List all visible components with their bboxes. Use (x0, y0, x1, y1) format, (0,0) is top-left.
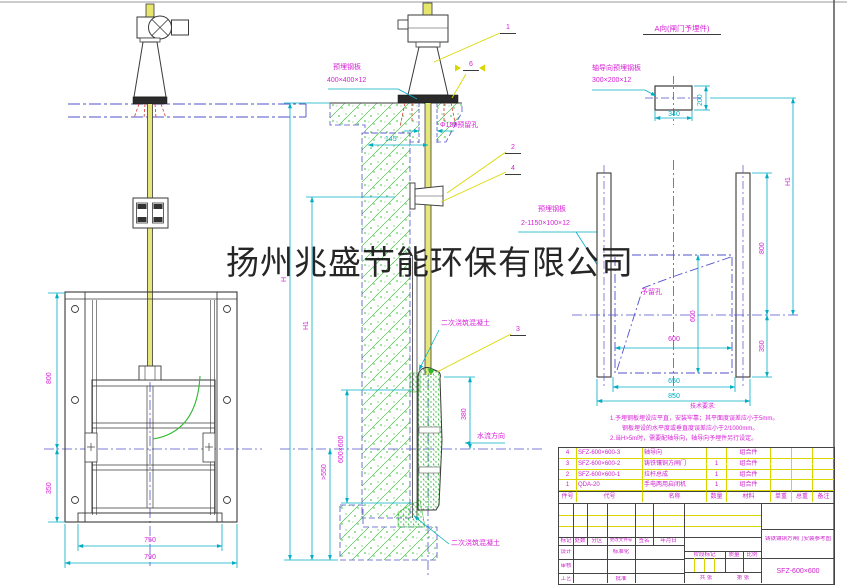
part-row-material: 组合件 (727, 480, 771, 492)
parts-header-remark: 备注 (813, 491, 834, 502)
part-row-code: QDA-20 (577, 480, 643, 492)
notes-title: 技术要求: (690, 404, 716, 410)
dim-340: 340 (668, 111, 680, 118)
part-row-name: 铸铁镶铜方闸门 (643, 458, 707, 470)
tb-process: 工艺 (560, 576, 572, 582)
part-row-code: SFZ-600×600-3 (577, 448, 643, 459)
dim-650: 650 (668, 378, 680, 385)
part-row-no: 4 (559, 448, 577, 459)
flow-direction-label: 水流方向 (477, 433, 505, 440)
parts-header-qty: 数量 (707, 491, 727, 502)
parts-header-material: 材料 (727, 491, 771, 502)
dim-H: H (281, 276, 288, 282)
tb-zone: 分区 (591, 538, 603, 544)
front-view (44, 3, 307, 568)
part-row-code: SFZ-600×600-2 (577, 458, 643, 470)
part-row-no: 2 (559, 469, 577, 481)
dim-600x600: 600×600 (338, 435, 345, 463)
notes-line-1: 1.予埋钢板埋设应平直，安装牢靠；其平面度误差应小于5mm。 (610, 416, 779, 422)
part-row-name: 手电两用启闭机 (643, 480, 707, 492)
part-row-qty: 1 (707, 469, 727, 481)
part-row-name: 拉杆总成 (643, 469, 707, 481)
dim-600-h: 600 (668, 336, 680, 343)
tb-scale: 比例 (746, 552, 758, 558)
tb-sheet-no: 第 张 (736, 575, 750, 581)
callout-3: 3 (510, 326, 526, 336)
tb-standardize: 标准化 (612, 549, 630, 555)
tb-stage-mark: 阶段标记 (693, 552, 716, 558)
dim-H1-right: H1 (785, 177, 792, 186)
dim-790: 790 (144, 554, 156, 561)
notes-line-3: 2.当H>5m时，需要配轴导向，轴导向予埋件另行设定。 (610, 436, 758, 442)
dim-H1: H1 (303, 321, 310, 330)
embed-view-title: A向(闸门予埋件) (643, 24, 721, 36)
guide-plate-label: 轴导向预埋钢板 (592, 65, 641, 72)
tb-mark: 标记 (560, 538, 572, 544)
callout-4: 4 (505, 165, 521, 175)
dim-350: 350 (46, 482, 53, 494)
company-watermark: 扬州兆盛节能环保有限公司 (226, 244, 634, 281)
side-plate-size: 2-1150×100×12 (521, 220, 570, 227)
dim-145: 145 (385, 136, 397, 143)
tb-signature: 签名 (638, 538, 650, 544)
tb-check: 审核 (560, 563, 572, 569)
embed-plate-label: 预埋钢板 (333, 64, 361, 71)
dim-750: 750 (144, 537, 156, 544)
part-row-code: SFZ-600×600-1 (577, 469, 643, 481)
part-row-qty (707, 448, 727, 459)
embed-parts-view (572, 76, 800, 406)
dim-gt550: >550 (321, 464, 328, 480)
parts-header-unit-weight: 单重 (771, 491, 792, 502)
guide-plate-size: 300×200×12 (592, 77, 632, 84)
tb-date: 年月日 (660, 538, 677, 544)
reserved-hole-label: 予留孔 (641, 289, 662, 296)
title-block: 标记 处数 分区 更改文件号 签名 年月日 设计 标准化 审核 工艺 批准 阶段… (558, 503, 835, 585)
parts-table: 4 SFZ-600×600-3 轴导向 组合件 3 SFZ-600×600-2 … (558, 447, 835, 504)
side-plate-label: 预埋钢板 (538, 206, 566, 213)
callout-1: 1 (500, 24, 516, 34)
part-row-material: 组合件 (727, 458, 771, 470)
parts-header-name: 名称 (643, 491, 707, 502)
drawing-number: SFZ-600×600 (776, 568, 820, 575)
parts-header-no: 件号 (559, 491, 577, 502)
part-row-qty: 1 (707, 480, 727, 492)
parts-header-total-weight: 总重 (792, 491, 813, 502)
dim-380: 380 (461, 408, 468, 420)
dim-350-right: 350 (759, 340, 766, 352)
callout-6: 6 (463, 61, 479, 71)
parts-header-code: 代号 (577, 491, 643, 502)
part-row-name: 轴导向 (643, 448, 707, 459)
part-row-qty: 1 (707, 458, 727, 470)
part-row-no: 3 (559, 458, 577, 470)
tb-count: 处数 (574, 538, 586, 544)
dim-800: 800 (46, 372, 53, 384)
dim-600-v: 600 (690, 310, 697, 322)
tb-approve: 批准 (615, 576, 627, 582)
dim-850: 850 (668, 393, 680, 400)
drawing-title: 铸铁镶铜方闸门安装参考图 (764, 536, 831, 542)
embed-plate-size: 400×400×12 (327, 77, 367, 84)
part-row-material: 组合件 (727, 469, 771, 481)
part-row-no: 1 (559, 480, 577, 492)
secondary-concrete-top: 二次浇筑混凝土 (441, 320, 490, 327)
section-view (280, 2, 606, 575)
tb-change-doc: 更改文件号 (609, 538, 633, 542)
part-row-material: 组合件 (727, 448, 771, 459)
tb-design: 设计 (560, 549, 572, 555)
dim-800-right: 800 (759, 242, 766, 254)
secondary-concrete-bottom: 二次浇筑混凝土 (451, 540, 500, 547)
tb-weight: 质量 (728, 552, 740, 558)
notes-line-2: 钢板埋设的水平度或垂直度误差应小于2/1000mm。 (622, 426, 759, 432)
tb-sheet-total: 共 张 (699, 575, 713, 581)
hole-label: Φ150预留孔 (440, 122, 479, 129)
callout-2: 2 (505, 144, 521, 154)
dim-200: 200 (697, 94, 704, 106)
